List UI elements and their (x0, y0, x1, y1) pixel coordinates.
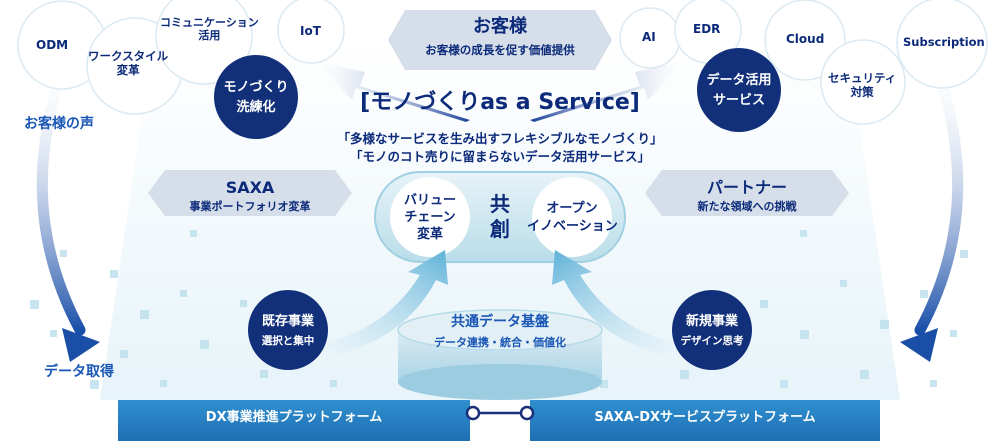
bubble-odm: ODM (36, 38, 69, 52)
bubble-subscription: Subscription (903, 35, 985, 49)
bubble-cloud: Cloud (786, 32, 825, 46)
platform-title: 共通データ基盤 (451, 314, 549, 330)
taglines: 「多様なサービスを生み出すフレキシブルなモノづくり」「モノのコト売りに留まらない… (337, 131, 663, 165)
monozukuri-circle: モノづくり洗練化 (223, 80, 289, 116)
partner-title: パートナー (706, 178, 787, 197)
customer-title: お客様 (473, 16, 527, 37)
voice-label: お客様の声 (24, 116, 94, 132)
saxa-subtitle: 事業ポートフォリオ変革 (189, 200, 311, 213)
existing-subtitle: 選択と集中 (261, 335, 315, 347)
bubble-iot: IoT (300, 24, 321, 38)
saxa-dx-service-platform: SAXA-DXサービスプラットフォーム (594, 410, 816, 425)
dx-promotion-platform: DX事業推進プラットフォーム (205, 410, 383, 425)
bubble-workstyle: ワークスタイル変革 (88, 49, 169, 77)
bubble-edr: EDR (693, 22, 721, 36)
open-innovation-label: オープンイノベーション (527, 201, 618, 234)
existing-title: 既存事業 (261, 314, 314, 329)
value-chain-label: バリューチェーン変革 (403, 193, 456, 242)
data-acquisition-label: データ取得 (44, 364, 114, 380)
main-title: [モノづくりas a Service] (360, 90, 640, 115)
customer-subtitle: お客様の成長を促す価値提供 (425, 43, 575, 57)
data-service-circle: データ活用サービス (706, 73, 772, 109)
new-business-subtitle: デザイン思考 (680, 335, 744, 347)
partner-subtitle: 新たな領域への挑戦 (697, 200, 797, 213)
bubble-communication: コミュニケーション活用 (160, 16, 259, 43)
platform-subtitle: データ連携・統合・価値化 (434, 336, 566, 349)
bubble-security: セキュリティ対策 (828, 71, 897, 99)
kyoso-label: 共創 (490, 192, 510, 241)
saxa-title: SAXA (225, 178, 275, 197)
new-business-title: 新規事業 (685, 314, 738, 329)
bubble-ai: AI (642, 30, 656, 44)
